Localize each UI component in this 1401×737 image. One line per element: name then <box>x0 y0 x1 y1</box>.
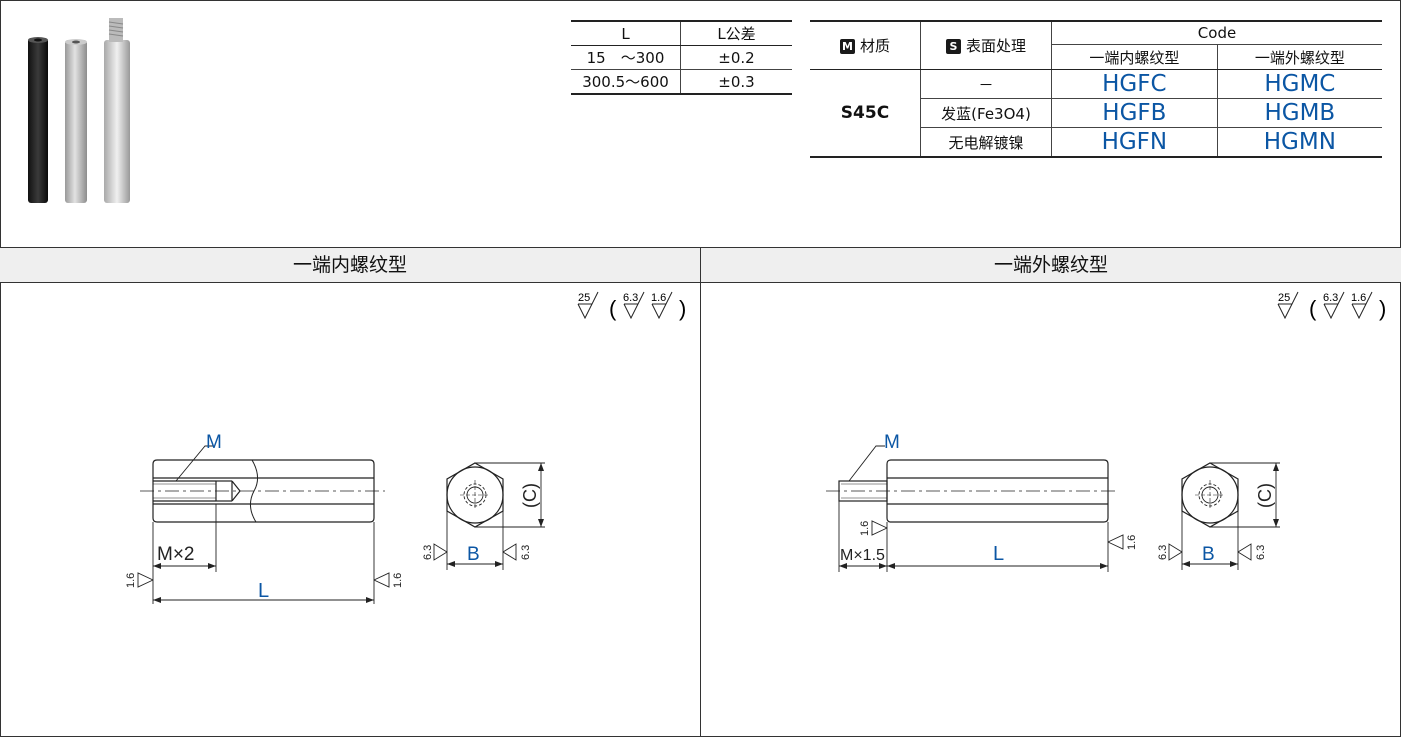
surface-value: － <box>920 69 1052 99</box>
label-b: B <box>467 544 480 565</box>
tolerance-row: 300.5～600 ±0.3 <box>571 69 792 95</box>
label-m: M <box>206 432 222 453</box>
roughness-note-right: 25 ( 6.3 1.6 ) <box>1277 291 1386 321</box>
code-subheader-male: 一端外螺纹型 <box>1217 44 1382 70</box>
section-title-male: 一端外螺纹型 <box>701 247 1401 283</box>
code-subheader-female: 一端内螺纹型 <box>1051 44 1218 70</box>
roughness-6-3: 6.3 <box>1255 545 1267 560</box>
label-l: L <box>258 580 269 602</box>
roughness-b: 1.6 <box>1351 292 1366 304</box>
nickel-standoff <box>104 40 130 203</box>
surface-badge: S <box>945 39 961 54</box>
paren-open: ( <box>609 296 617 321</box>
black-standoff <box>28 38 48 203</box>
material-value: S45C <box>810 69 921 158</box>
roughness-main: 25 <box>1278 292 1290 304</box>
code-value: HGMC <box>1217 69 1382 99</box>
section-divider <box>700 247 701 737</box>
roughness-1-6: 1.6 <box>1126 535 1138 550</box>
surface-value: 无电解镀镍 <box>920 127 1052 158</box>
roughness-a: 6.3 <box>623 292 638 304</box>
surface-header-label: 表面处理 <box>965 37 1026 55</box>
label-m: M <box>884 432 900 453</box>
code-header: Code <box>1051 21 1382 45</box>
material-badge: M <box>839 39 855 54</box>
drawing-male-thread: M M×1.5 L 1.6 1.6 (C) B 6.3 6.3 <box>826 432 1280 572</box>
tolerance-header-l: L <box>571 21 681 46</box>
label-l: L <box>993 543 1004 565</box>
roughness-6-3: 6.3 <box>422 545 434 560</box>
tolerance-range: 15 ～300 <box>571 45 681 70</box>
code-value: HGFN <box>1051 127 1218 158</box>
code-value: HGFB <box>1051 98 1218 128</box>
code-row: 无电解镀镍 HGFN HGMN <box>810 127 1382 158</box>
paren-close: ) <box>679 296 686 321</box>
roughness-note-left: 25 ( 6.3 1.6 ) <box>577 291 686 321</box>
code-row: 发蓝(Fe3O4) HGFB HGMB <box>810 98 1382 128</box>
label-c: (C) <box>520 483 540 508</box>
tolerance-row: 15 ～300 ±0.2 <box>571 45 792 70</box>
roughness-1-6: 1.6 <box>859 521 871 536</box>
paren-close: ) <box>1379 296 1386 321</box>
tolerance-header-row: L L公差 <box>571 21 792 46</box>
code-value: HGFC <box>1051 69 1218 99</box>
roughness-6-3: 6.3 <box>520 545 532 560</box>
roughness-a: 6.3 <box>1323 292 1338 304</box>
paren-open: ( <box>1309 296 1317 321</box>
label-mx: M×2 <box>157 544 195 565</box>
code-subheader-row: 一端内螺纹型 一端外螺纹型 <box>810 44 1382 70</box>
tolerance-value: ±0.2 <box>680 45 792 70</box>
roughness-1-6: 1.6 <box>125 573 137 588</box>
roughness-6-3: 6.3 <box>1157 545 1169 560</box>
drawing-female-thread: M M×2 L 1.6 1.6 (C) B 6 <box>125 432 545 604</box>
tolerance-range: 300.5～600 <box>571 69 681 95</box>
label-b: B <box>1202 544 1215 565</box>
roughness-b: 1.6 <box>651 292 666 304</box>
roughness-1-6: 1.6 <box>392 573 404 588</box>
product-photo <box>28 18 130 203</box>
code-header-row: M 材质 S 表面处理 Code <box>810 21 1382 70</box>
silver-standoff <box>65 40 87 203</box>
tolerance-table: L L公差 15 ～300 ±0.2 300.5～600 ±0.3 <box>571 20 792 95</box>
section-title-female: 一端内螺纹型 <box>0 247 700 283</box>
label-c: (C) <box>1255 483 1275 508</box>
code-table: M 材质 S 表面处理 Code 一端内螺纹型 一端外螺纹型 S45C － HGFC… <box>810 20 1382 158</box>
surface-value: 发蓝(Fe3O4) <box>920 98 1052 128</box>
code-value: HGMN <box>1217 127 1382 158</box>
material-header: M 材质 <box>810 21 921 70</box>
tolerance-header-tol: L公差 <box>680 21 792 46</box>
label-mx: M×1.5 <box>840 547 885 564</box>
surface-header: S 表面处理 <box>920 21 1052 70</box>
tolerance-value: ±0.3 <box>680 69 792 95</box>
material-header-label: 材质 <box>859 37 890 55</box>
roughness-main: 25 <box>578 292 590 304</box>
code-row: S45C － HGFC HGMC <box>810 69 1382 158</box>
code-value: HGMB <box>1217 98 1382 128</box>
